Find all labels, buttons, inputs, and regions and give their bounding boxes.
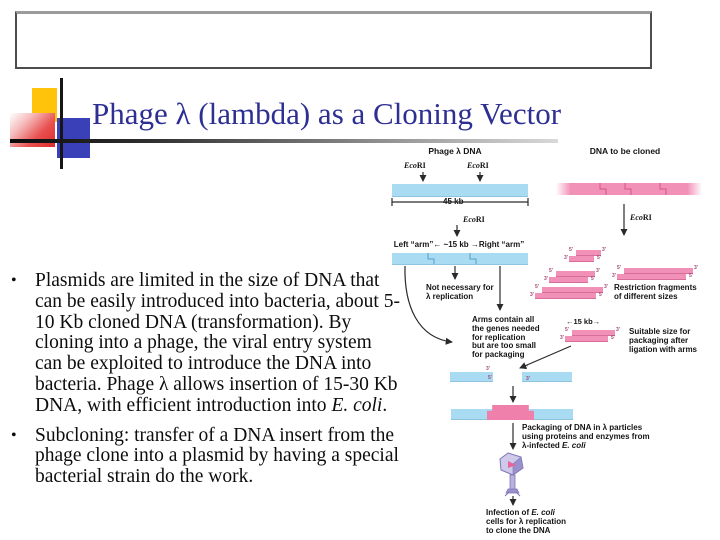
decoration-horizontal-rule — [10, 139, 558, 143]
fragment-strand — [565, 335, 608, 342]
ecori-label-mid: EcoRI — [463, 215, 485, 224]
prime-label: 5' — [549, 268, 553, 274]
diagram-header-phage-lambda-dna: Phage λ DNA — [428, 146, 482, 156]
decoration-vertical-line — [60, 78, 63, 169]
prime-label: 3' — [564, 255, 568, 261]
prime-label: 3' — [530, 292, 534, 298]
label-infection: Infection of E. coli cells for λ replica… — [486, 508, 567, 535]
left-arm-bar — [450, 372, 493, 382]
restriction-fragment-small: 5'3'3'5' — [564, 247, 606, 262]
prime-label: 5' — [535, 284, 539, 290]
text-segment: Packaging of DNA in λ particles using pr… — [522, 423, 650, 450]
prime-label: 5' — [569, 247, 573, 253]
fragment-strand — [535, 292, 596, 299]
lambda-arms-bar — [392, 253, 528, 265]
text-segment: E. coli — [531, 508, 555, 517]
prime-label: 5' — [611, 335, 615, 341]
suitable-size-fragment: 5'3'3'5' — [560, 327, 620, 342]
prime-label: 5' — [597, 255, 601, 261]
label-restriction-fragments: Restriction fragments of different sizes — [614, 283, 697, 301]
label-15kb: ←15 kb→ — [566, 317, 601, 326]
bullet-text-2: Subcloning: transfer of a DNA insert fro… — [35, 425, 399, 488]
dna-to-clone-bar — [556, 183, 702, 195]
prime-label: 5' — [689, 273, 693, 279]
prime-label: 3' — [486, 366, 490, 372]
text-segment: E. coli — [331, 394, 383, 416]
restriction-fragment-widest: 5'3'3'5' — [612, 265, 698, 280]
bullet-item-2: • Subcloning: transfer of a DNA insert f… — [6, 425, 400, 488]
diagram-header-dna-to-be-cloned: DNA to be cloned — [589, 146, 661, 156]
title-placeholder-box — [15, 11, 652, 69]
prime-label: 5' — [599, 292, 603, 298]
text-segment: Infection of — [486, 508, 532, 517]
label-45kb: 45 kb — [440, 197, 467, 207]
label-not-necessary: Not necessary for λ replication — [426, 283, 494, 301]
prime-label: 3' — [602, 247, 606, 253]
text-segment: E. coli — [562, 440, 586, 450]
text-segment: . — [382, 394, 388, 416]
prime-label: 3' — [526, 376, 530, 382]
page-title: Phage λ (lambda) as a Cloning Vector — [92, 96, 562, 131]
prime-label: 5' — [488, 375, 492, 381]
restriction-fragment-large: 5'3'3'5' — [530, 284, 608, 299]
fragment-strand — [617, 273, 686, 280]
right-arm-bar — [522, 372, 572, 382]
fragment-strand — [569, 255, 594, 262]
ecori-label-right: EcoRI — [630, 213, 652, 222]
prime-label: 3' — [544, 276, 548, 282]
phage-particle-icon — [499, 452, 524, 497]
bullet-marker: • — [11, 272, 17, 289]
text-segment: cells for λ replication to clone the DNA — [486, 516, 567, 535]
label-left-right-arm: Left “arm”← ~15 kb →Right “arm” — [393, 240, 525, 249]
ligated-insert — [487, 405, 534, 420]
bullet-marker: • — [11, 426, 17, 444]
text-segment: Plasmids are limited in the size of DNA … — [35, 270, 400, 416]
bullet-item-1: • Plasmids are limited in the size of DN… — [6, 270, 400, 417]
text-segment: Subcloning: transfer of a DNA insert fro… — [35, 424, 399, 488]
fragment-strand — [549, 276, 588, 283]
ecori-label-top-left: EcoRI — [404, 161, 426, 170]
bullet-list: • Plasmids are limited in the size of DN… — [6, 270, 400, 497]
label-arms-contain: Arms contain all the genes needed for re… — [472, 315, 540, 360]
prime-label: 3' — [604, 284, 608, 290]
prime-label: 5' — [524, 365, 528, 371]
restriction-fragment-medium: 5'3'3'5' — [544, 268, 600, 283]
prime-label: 5' — [565, 327, 569, 333]
prime-label: 5' — [591, 276, 595, 282]
prime-label: 3' — [596, 268, 600, 274]
prime-label: 5' — [617, 265, 621, 271]
prime-label: 3' — [560, 335, 564, 341]
prime-label: 3' — [612, 273, 616, 279]
label-suitable-size: Suitable size for packaging after ligati… — [629, 327, 698, 354]
curved-arrow-left-arm — [404, 265, 453, 345]
prime-label: 3' — [694, 265, 698, 271]
prime-label: 3' — [616, 327, 620, 333]
lambda-dna-bar — [392, 184, 528, 197]
label-packaging: Packaging of DNA in λ particles using pr… — [522, 423, 650, 450]
bullet-text-1: Plasmids are limited in the size of DNA … — [35, 270, 400, 416]
ecori-label-top-right: EcoRI — [467, 161, 489, 170]
